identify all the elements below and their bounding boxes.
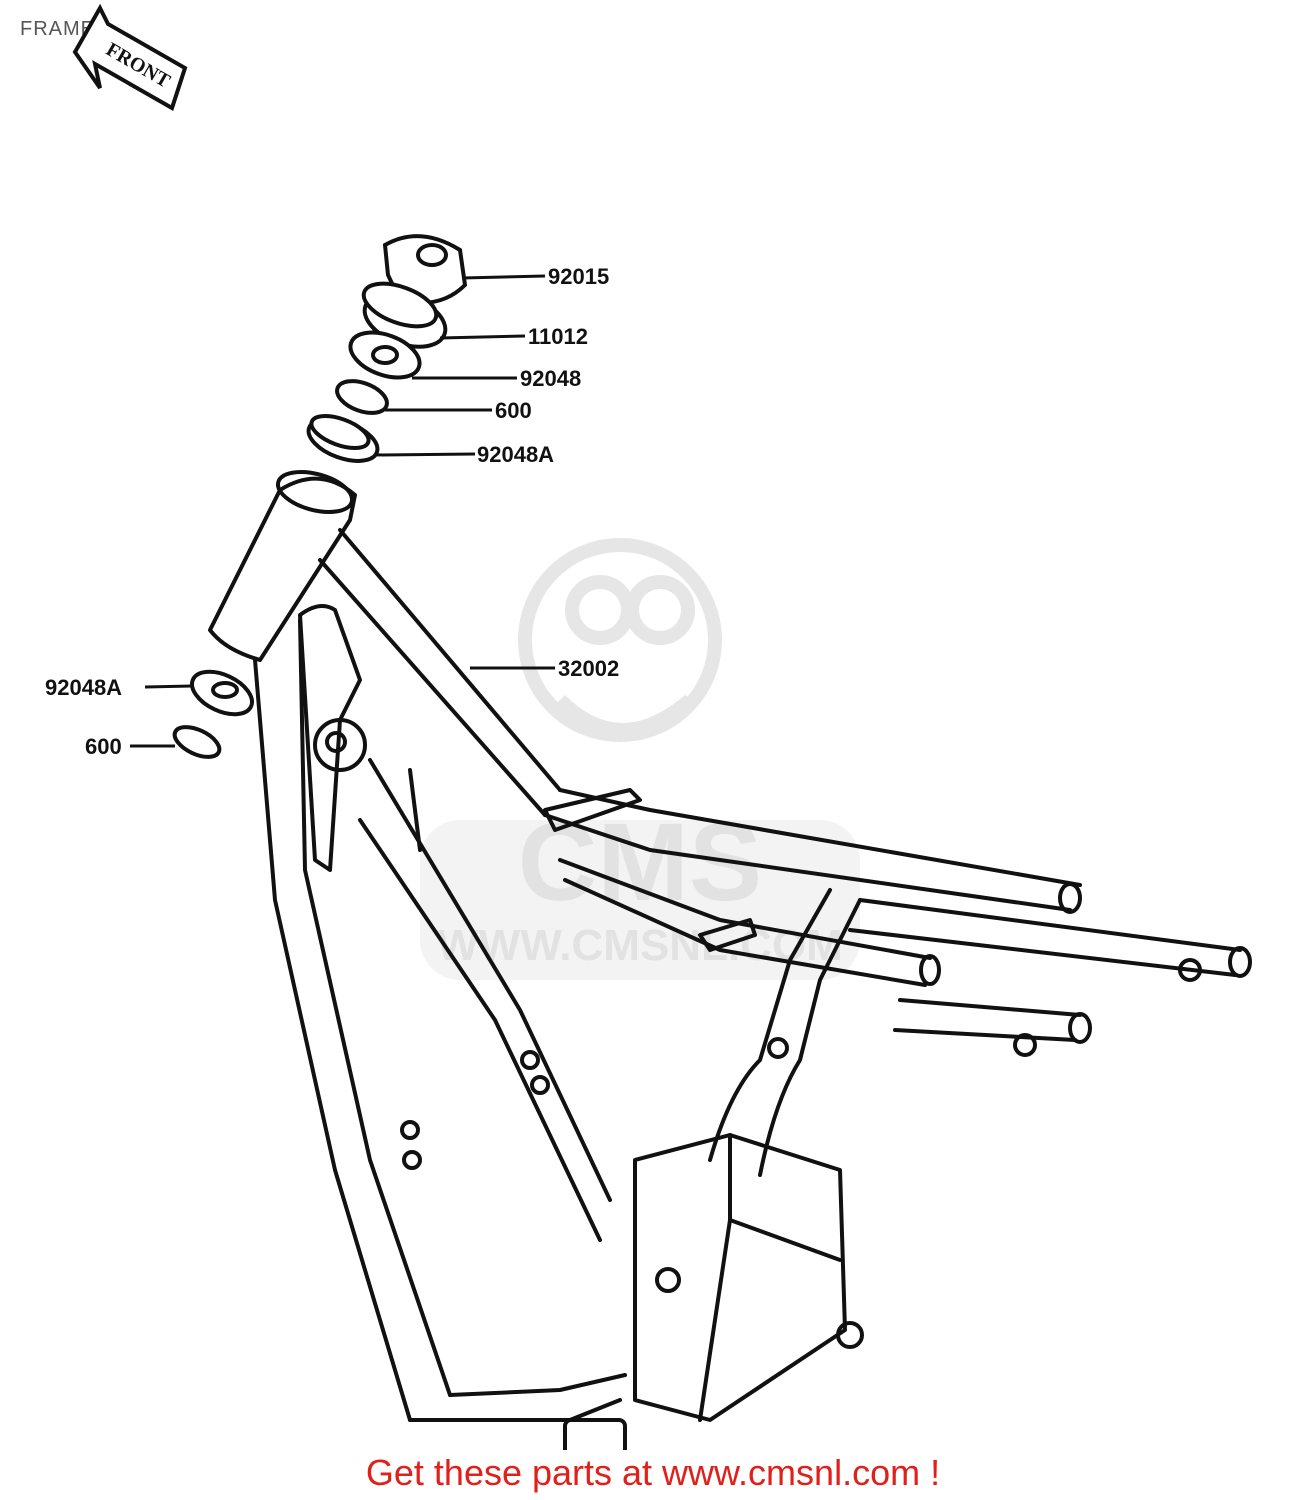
part-label-92015: 92015 — [548, 264, 609, 289]
leader-lines — [130, 274, 555, 748]
steering-stem-parts — [306, 234, 468, 463]
footer-link[interactable]: Get these parts at www.cmsnl.com ! — [365, 1452, 941, 1493]
part-label-32002: 32002 — [558, 656, 619, 681]
part-label-92048: 92048 — [520, 366, 581, 391]
upper-cup — [306, 414, 380, 463]
front-arrow: FRONT — [72, 3, 188, 111]
lower-bearing-parts — [172, 669, 254, 759]
part-labels: 92015 11012 92048 600 92048A 32002 92048… — [45, 264, 619, 759]
frame-body — [208, 470, 1252, 1450]
part-label-92048a-top: 92048A — [477, 442, 554, 467]
part-label-600-lower: 600 — [85, 734, 122, 759]
part-label-92048a-lower: 92048A — [45, 675, 122, 700]
upper-race — [348, 330, 422, 380]
watermark-url: WWW.CMSNL.COM — [437, 921, 843, 970]
lower-cup — [190, 669, 254, 717]
part-label-11012: 11012 — [528, 324, 588, 349]
cms-watermark — [420, 538, 860, 980]
frame-diagram: CMS WWW.CMSNL.COM FRONT — [45, 3, 1252, 1450]
lower-ball-ring — [172, 725, 222, 759]
diagram-title: FRAME — [20, 18, 95, 40]
upper-ball-ring — [335, 379, 389, 415]
part-label-600-top: 600 — [495, 398, 532, 423]
